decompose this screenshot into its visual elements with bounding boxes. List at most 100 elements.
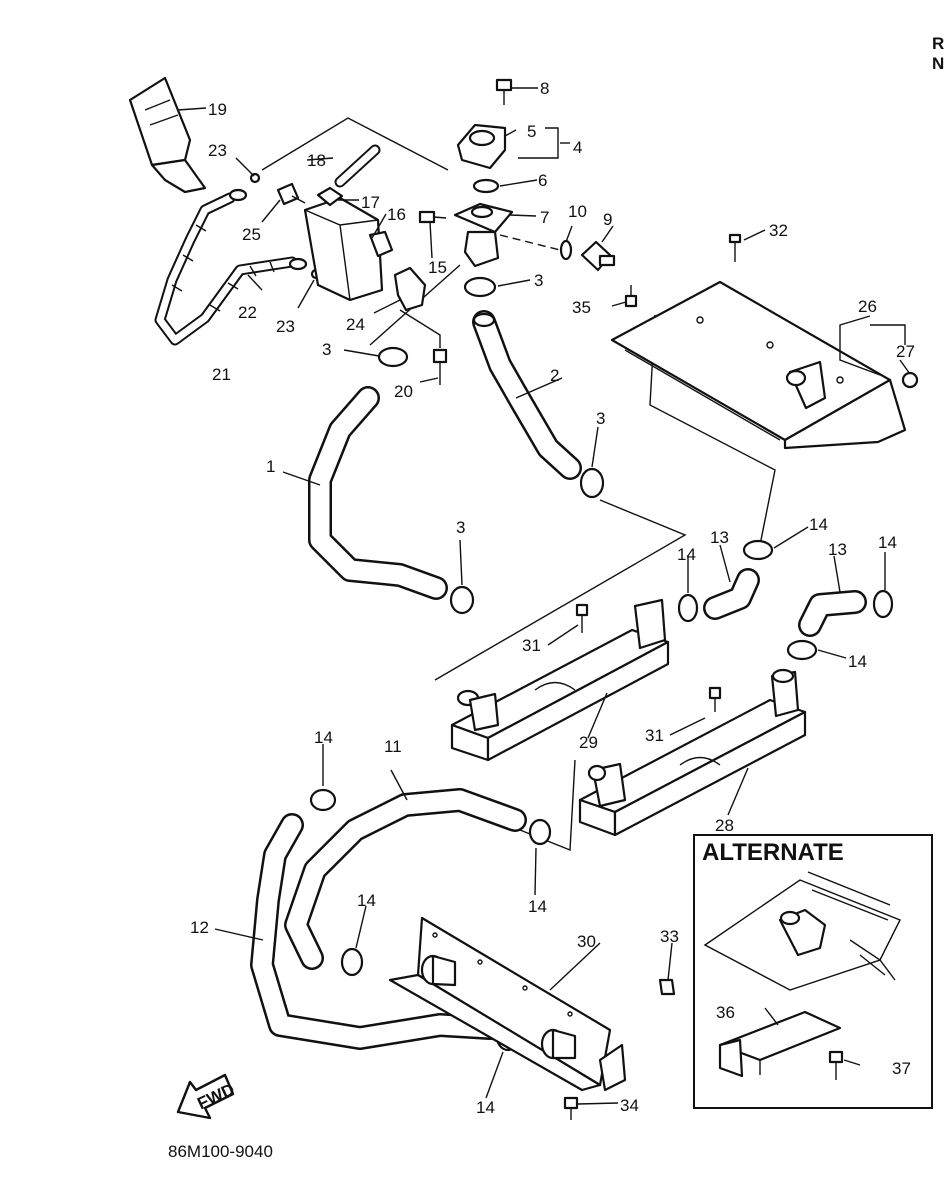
- edge-fragment-n: N: [932, 54, 944, 73]
- bolt-8: [495, 78, 513, 105]
- figure-code: 86M100-9040: [168, 1142, 273, 1161]
- callout-c3d: 3: [456, 518, 465, 537]
- callout-c9: 9: [603, 210, 612, 229]
- callout-c26: 26: [858, 297, 877, 316]
- callout-c11: 11: [384, 737, 402, 756]
- callout-c27: 27: [896, 342, 915, 361]
- bolt-31-upper: [575, 603, 589, 633]
- bracket-24: [393, 266, 427, 312]
- callout-c29: 29: [579, 733, 598, 752]
- callout-c18: 18: [307, 151, 326, 170]
- callout-c3a: 3: [534, 271, 543, 290]
- callout-c20: 20: [394, 382, 413, 401]
- cylinder-head-cover-26: [610, 280, 907, 450]
- bolt-32: [728, 233, 742, 262]
- callout-c25: 25: [242, 225, 261, 244]
- bolt-34: [563, 1096, 579, 1120]
- hose-13-left: [703, 568, 760, 620]
- callout-c14e: 14: [314, 728, 333, 747]
- callout-c8: 8: [540, 79, 549, 98]
- bolt-35: [624, 285, 638, 308]
- callout-c36: 36: [716, 1003, 735, 1022]
- nut-27: [901, 371, 919, 389]
- callout-c15: 15: [428, 258, 447, 277]
- callout-c14g: 14: [357, 891, 376, 910]
- callout-c35: 35: [572, 298, 591, 317]
- callout-c12: 12: [190, 918, 209, 937]
- shroud-plate: [128, 76, 207, 194]
- hose-clamp-14g: [340, 947, 364, 977]
- pipe-18: [334, 144, 381, 188]
- callout-c13b: 13: [828, 540, 847, 559]
- thermostat-cover: [456, 123, 507, 170]
- alternate-inset: [693, 834, 933, 1109]
- callout-c28: 28: [715, 816, 734, 835]
- callout-c4: 4: [573, 138, 582, 157]
- callout-c22: 22: [238, 303, 257, 322]
- hose-clamp-14c: [872, 589, 894, 619]
- hose-13-right: [798, 590, 867, 637]
- overflow-hoses: [154, 188, 308, 346]
- leader-lines: [177, 87, 911, 1105]
- callout-c1: 1: [266, 457, 275, 476]
- alternate-title: ALTERNATE: [702, 839, 844, 866]
- thermostat-housing: [453, 202, 514, 268]
- edge-fragment-r: R: [932, 34, 944, 53]
- hose-2: [472, 310, 582, 480]
- callout-c21: 21: [212, 365, 231, 384]
- water-pipe-30: [388, 916, 627, 1092]
- hose-clamp-14b: [677, 593, 699, 623]
- reservoir-tank: [303, 186, 394, 302]
- hose-clamp-14f: [528, 818, 552, 846]
- callout-c14b: 14: [677, 545, 696, 564]
- washer-10: [559, 239, 573, 261]
- callout-c3b: 3: [322, 340, 331, 359]
- manifold-29: [450, 598, 670, 762]
- callout-c10: 10: [568, 202, 587, 221]
- callout-c14f: 14: [528, 897, 547, 916]
- callout-c32: 32: [769, 221, 788, 240]
- hose-clamp-3b: [377, 346, 409, 368]
- callout-c2: 2: [550, 366, 559, 385]
- callout-c3c: 3: [596, 409, 605, 428]
- temperature-sender-9: [580, 240, 616, 272]
- forward-arrow-icon: [176, 1073, 235, 1120]
- hose-clamp-14d: [786, 639, 818, 661]
- callout-c30: 30: [577, 932, 596, 951]
- callout-c14d: 14: [848, 652, 867, 671]
- callout-c37: 37: [892, 1059, 911, 1078]
- hose-clamp-3c: [579, 467, 605, 499]
- callout-c5: 5: [527, 122, 536, 141]
- hose-clamp-14a: [742, 539, 774, 561]
- manifold-28: [578, 668, 807, 837]
- callout-c17: 17: [361, 193, 380, 212]
- callout-c23b: 23: [276, 317, 295, 336]
- o-ring-6: [472, 178, 500, 194]
- hose-11: [284, 788, 527, 970]
- hose-clamp-3d: [449, 585, 475, 615]
- callout-c19: 19: [208, 100, 227, 119]
- hose-1: [308, 386, 448, 600]
- callout-c16: 16: [387, 205, 406, 224]
- screw-25: [276, 182, 306, 206]
- bolt-15: [418, 210, 447, 224]
- callout-c7: 7: [540, 208, 549, 227]
- callout-c23a: 23: [208, 141, 227, 160]
- callout-c33: 33: [660, 927, 679, 946]
- clip-23-upper: [249, 172, 261, 184]
- callout-c13a: 13: [710, 528, 729, 547]
- callout-c24: 24: [346, 315, 365, 334]
- bolt-31-lower: [708, 686, 722, 712]
- bolt-33: [658, 978, 676, 996]
- hose-clamp-3a: [463, 276, 497, 298]
- callout-c34: 34: [620, 1096, 639, 1115]
- callout-c14c: 14: [878, 533, 897, 552]
- callout-labels: 1233334567891011121313141414141414141415…: [190, 79, 915, 1117]
- hose-clamp-14e: [309, 788, 337, 812]
- hose-12: [250, 813, 502, 1050]
- callout-c31a: 31: [522, 636, 541, 655]
- callout-c31b: 31: [645, 726, 664, 745]
- bolt-20: [432, 348, 448, 385]
